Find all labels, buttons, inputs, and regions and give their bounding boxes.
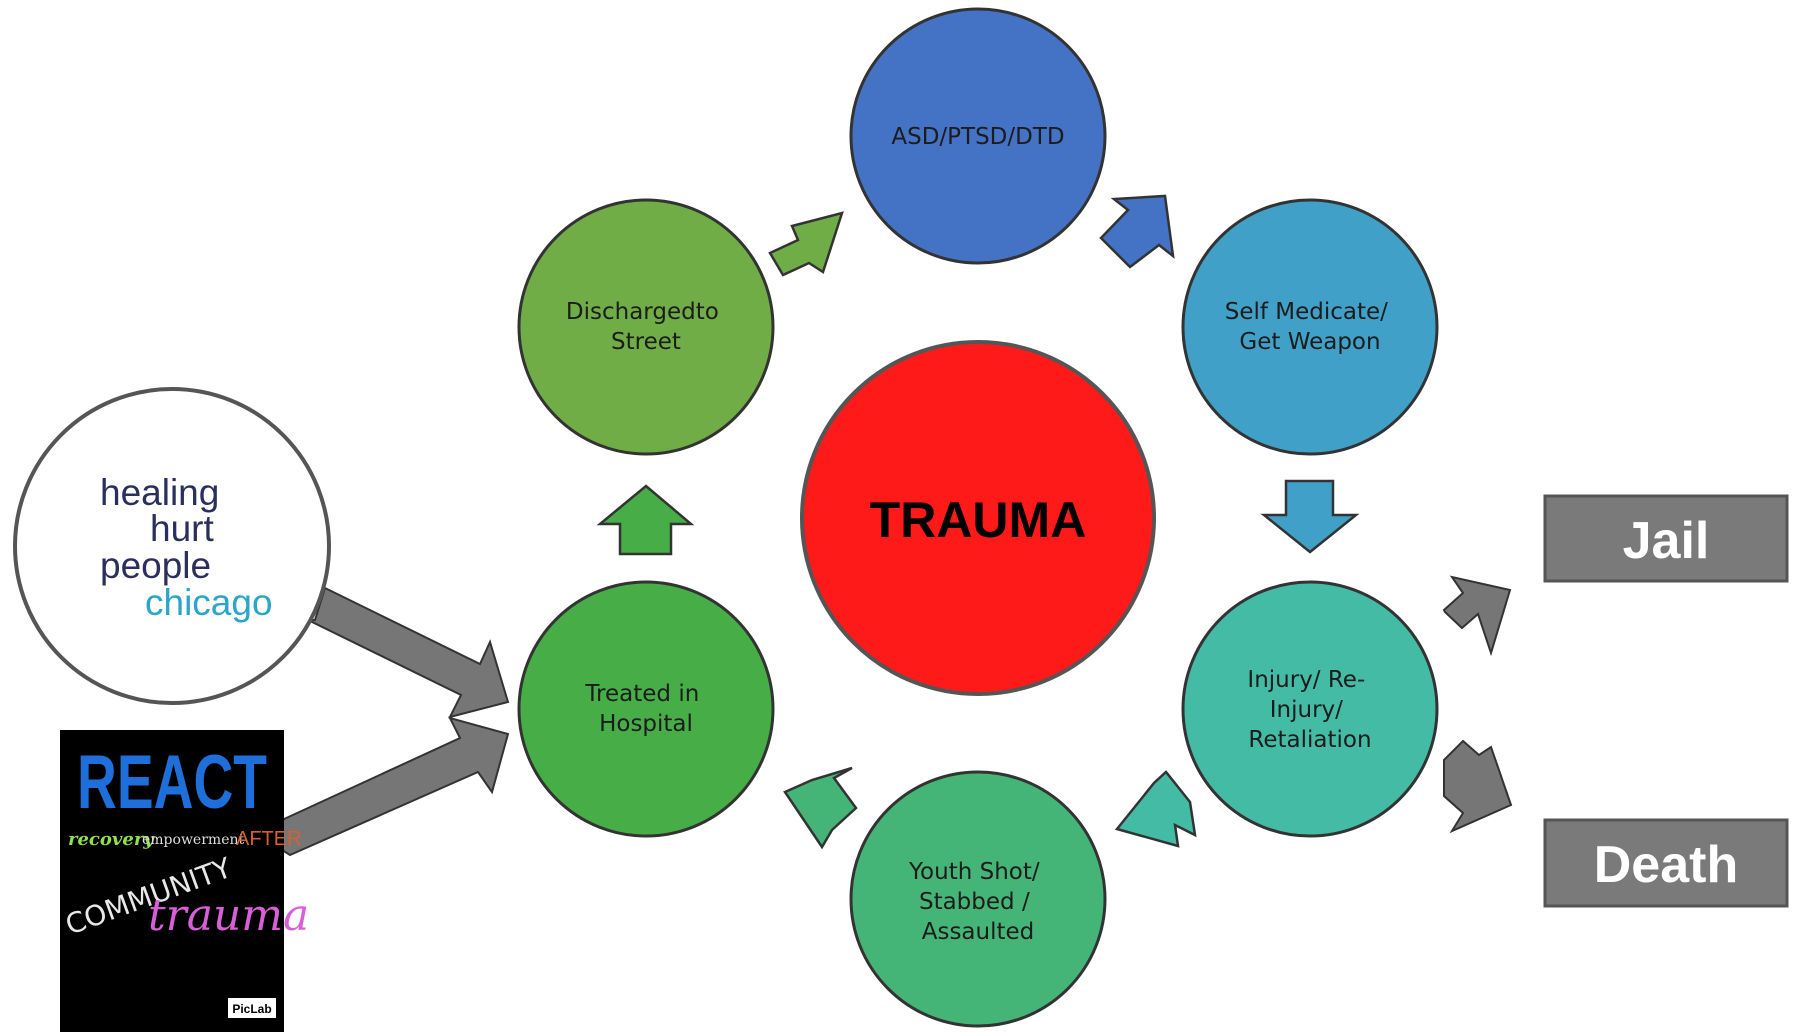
node-treated-line-2: Hospital <box>599 711 693 737</box>
arrow-injury-to-youth-shot <box>1114 770 1197 848</box>
node-asd-line-1: ASD/PTSD/DTD <box>891 124 1064 150</box>
node-discharged-circle <box>517 198 775 456</box>
react-title: REACT <box>77 740 267 825</box>
node-injury-line-2: Injury/ <box>1270 697 1343 723</box>
arrow-hhp-to-treated <box>307 586 510 719</box>
arrow-to-jail <box>1442 575 1512 657</box>
arrow-treated-to-discharged <box>596 484 695 556</box>
react-after: AFTER <box>236 828 302 850</box>
node-asd-label: ASD/PTSD/DTD <box>891 124 1064 150</box>
trauma-label: TRAUMA <box>870 492 1087 548</box>
hhp-logo-circle <box>13 387 331 705</box>
react-empowerment: empowerment <box>142 832 244 848</box>
node-self-medicate-line-1: Self Medicate/ <box>1225 299 1388 325</box>
node-discharged: Dischargedto Street <box>517 198 775 456</box>
arrow-to-death <box>1443 739 1513 834</box>
node-youth-shot-circle <box>849 770 1107 1028</box>
node-asd: ASD/PTSD/DTD <box>849 7 1107 265</box>
node-injury: Injury/ Re- Injury/ Retaliation <box>1181 580 1439 838</box>
hhp-line-2: hurt <box>150 508 214 549</box>
node-asd-circle <box>849 7 1107 265</box>
outcome-death: Death <box>1543 818 1789 908</box>
hhp-logo: healing hurt people chicago <box>13 387 331 705</box>
node-youth-shot-line-1: Youth Shot/ <box>908 859 1040 885</box>
node-treated-line-1: Treated in <box>584 681 699 707</box>
node-treated: Treated in Hospital <box>517 580 775 838</box>
arrow-self-medicate-to-injury <box>1260 479 1360 554</box>
react-badge-box <box>228 998 276 1018</box>
outcome-death-label: Death <box>1594 836 1738 894</box>
outcome-jail-box <box>1543 494 1789 583</box>
node-injury-line-1: Injury/ Re- <box>1247 667 1365 693</box>
outcome-jail-label: Jail <box>1623 512 1710 570</box>
react-badge: PicLab <box>232 1002 271 1016</box>
react-trauma: trauma <box>148 890 309 941</box>
arrow-youth-shot-to-treated <box>783 766 858 850</box>
trauma-center-node: TRAUMA <box>800 340 1156 696</box>
node-youth-shot-line-3: Assaulted <box>922 919 1035 945</box>
outcome-death-box <box>1543 818 1789 908</box>
node-discharged-line-2: Street <box>611 329 681 355</box>
hhp-line-3: people <box>100 545 211 586</box>
react-recovery: recovery <box>68 829 155 850</box>
react-logo: REACT recovery empowerment AFTER COMMUNI… <box>60 730 309 1032</box>
node-injury-line-3: Retaliation <box>1248 727 1371 753</box>
node-treated-circle <box>517 580 775 838</box>
arrow-discharged-to-asd <box>768 211 844 277</box>
hhp-line-1: healing <box>100 472 219 513</box>
node-self-medicate: Self Medicate/ Get Weapon <box>1181 198 1439 456</box>
node-youth-shot: Youth Shot/ Stabbed / Assaulted <box>849 770 1107 1028</box>
node-youth-shot-line-2: Stabbed / <box>919 889 1030 915</box>
node-injury-label: Injury/ Re- Injury/ Retaliation <box>1247 667 1372 753</box>
trauma-circle <box>800 340 1156 696</box>
react-logo-background <box>60 730 284 1032</box>
node-treated-label: Treated in Hospital <box>584 681 706 737</box>
node-self-medicate-line-2: Get Weapon <box>1239 329 1380 355</box>
outcome-jail: Jail <box>1543 494 1789 583</box>
node-injury-circle <box>1181 580 1439 838</box>
arrow-asd-to-self-medicate <box>1099 194 1175 269</box>
node-discharged-label: Dischargedto Street <box>566 299 726 355</box>
node-youth-shot-label: Youth Shot/ Stabbed / Assaulted <box>908 859 1047 945</box>
arrow-react-to-treated <box>281 716 510 857</box>
hhp-line-4: chicago <box>145 582 273 623</box>
node-discharged-line-1: Dischargedto <box>566 299 719 325</box>
node-self-medicate-label: Self Medicate/ Get Weapon <box>1225 299 1396 355</box>
node-self-medicate-circle <box>1181 198 1439 456</box>
